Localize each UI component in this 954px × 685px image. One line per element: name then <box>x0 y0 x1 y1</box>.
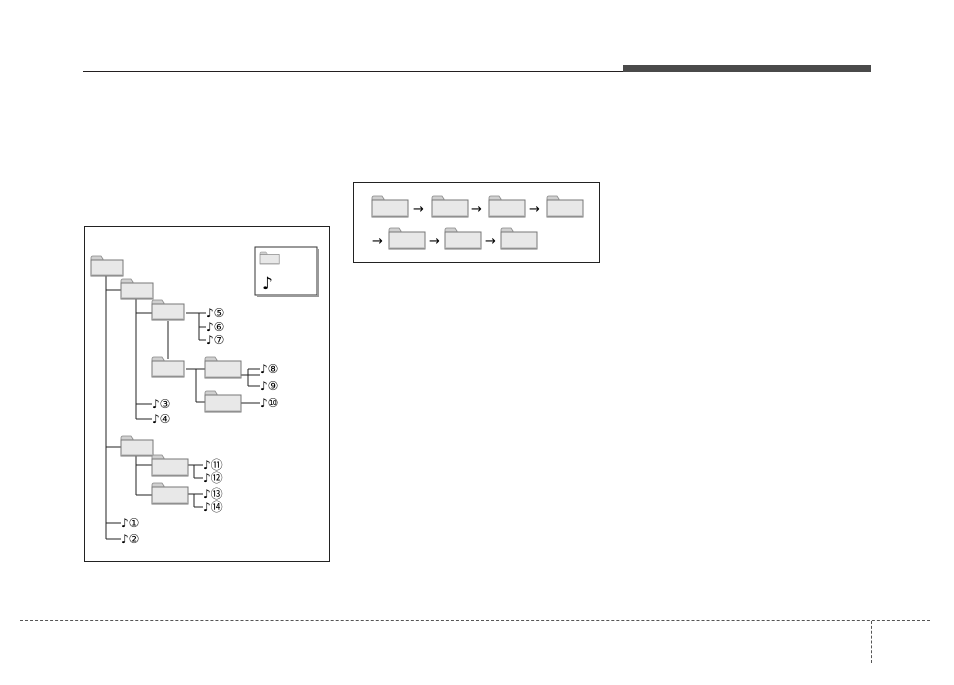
file-13: ♪⑬ <box>203 487 223 501</box>
file-2: ♪② <box>121 532 139 546</box>
file-10: ♪⑩ <box>260 396 278 410</box>
file-9: ♪⑨ <box>260 379 278 393</box>
file-8: ♪⑧ <box>260 362 278 376</box>
file-1: ♪① <box>121 516 139 530</box>
file-3: ♪③ <box>152 397 170 411</box>
file-11: ♪⑪ <box>203 458 223 472</box>
footer-divider <box>871 621 872 663</box>
legend: ♪ <box>255 247 318 297</box>
folder-a2a <box>205 357 241 378</box>
folder-a1 <box>152 300 184 320</box>
file-6: ♪⑥ <box>206 320 224 334</box>
folder-order-box <box>353 182 600 263</box>
file-12: ♪⑫ <box>203 471 223 485</box>
folder-a2b <box>205 391 241 412</box>
folder-root <box>91 256 123 276</box>
folder-b <box>121 436 153 456</box>
folder-b1 <box>152 455 188 476</box>
file-5: ♪⑤ <box>206 306 224 320</box>
file-14: ♪⑭ <box>203 500 223 514</box>
file-7: ♪⑦ <box>206 333 224 347</box>
legend-music-note-icon: ♪ <box>262 274 273 294</box>
footer-rule <box>20 620 930 621</box>
folder-a2 <box>152 357 184 377</box>
folder-b2 <box>152 483 188 504</box>
file-4: ♪④ <box>152 412 170 426</box>
folder-a <box>121 279 153 299</box>
